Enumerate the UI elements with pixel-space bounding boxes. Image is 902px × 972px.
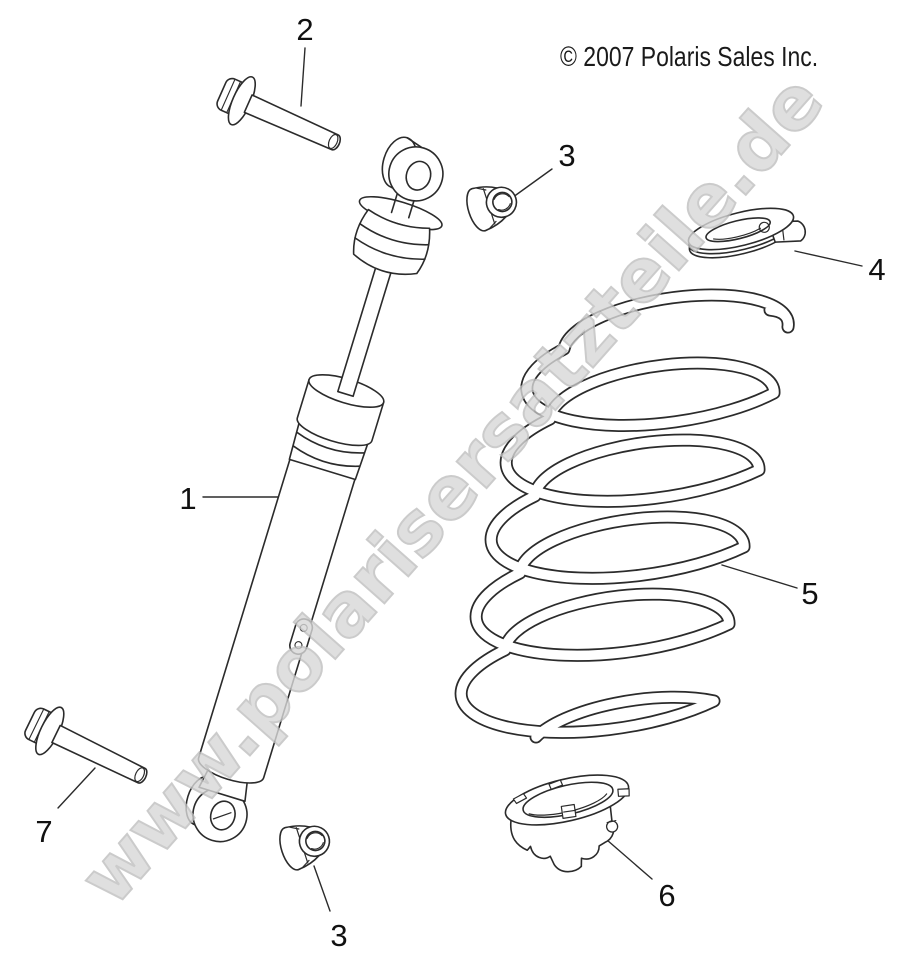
copyright-notice: © 2007 Polaris Sales Inc. [560, 41, 819, 72]
leader-line-3-bottom [313, 865, 331, 912]
leader-line-3-top [508, 168, 553, 201]
leader-lines [57, 47, 863, 912]
lower-spring-seat-drawing [504, 774, 630, 873]
leader-line-6 [606, 839, 653, 880]
callout-3-upper-nut: 3 [558, 138, 576, 173]
callout-1-shock: 1 [179, 481, 197, 516]
callout-2-upper-bolt: 2 [296, 12, 314, 47]
leader-line-4 [794, 250, 863, 267]
upper-bolt-drawing [210, 67, 351, 169]
callout-3-lower-nut: 3 [330, 918, 348, 953]
lower-bolt-drawing [17, 697, 158, 802]
callout-7-lower-bolt: 7 [35, 814, 53, 849]
leader-line-2 [300, 47, 306, 107]
leader-line-7 [57, 767, 96, 809]
coil-spring-drawing [454, 288, 795, 744]
shock-absorber-drawing [185, 136, 444, 843]
lower-nut-drawing [274, 814, 337, 874]
callout-5-spring: 5 [801, 576, 819, 611]
callout-4-upper-retainer: 4 [868, 252, 886, 287]
leader-line-5 [721, 564, 798, 589]
upper-nut-drawing [461, 175, 524, 235]
callout-6-lower-seat: 6 [658, 878, 676, 913]
upper-spring-retainer-drawing [687, 207, 807, 259]
